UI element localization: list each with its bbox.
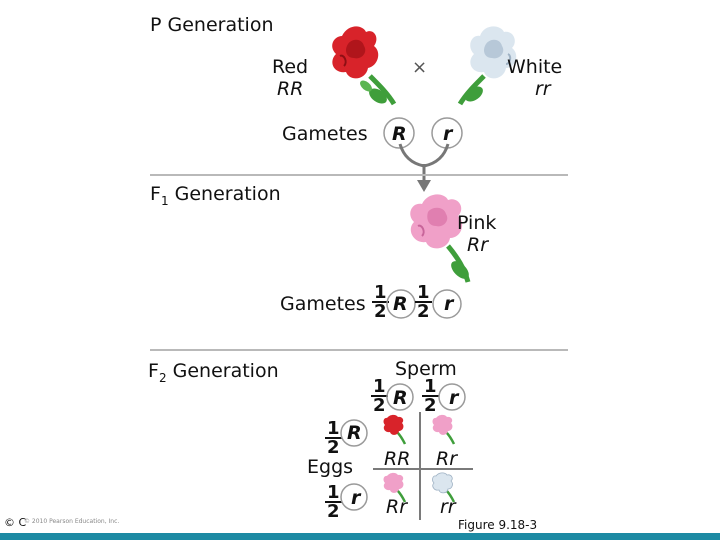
copyright-fragment: C <box>18 516 27 529</box>
p-gamete-right: r <box>443 123 453 145</box>
bottom-accent-bar <box>0 533 720 540</box>
cell-Rr-top: Rr <box>436 448 458 470</box>
pink-flower-icon <box>432 414 456 445</box>
sperm-frac-r-num: 1 <box>422 376 439 397</box>
pink-label: Pink <box>457 212 497 234</box>
red-label: Red <box>272 56 309 78</box>
cell-rr: rr <box>440 496 456 518</box>
sperm-frac-R-den: 2 <box>373 395 386 416</box>
f1-fraction-left: 1 2 <box>372 282 389 322</box>
egg-fraction-r: 1 2 <box>325 482 342 522</box>
sperm-frac-r-den: 2 <box>424 395 437 416</box>
sperm-label: Sperm <box>395 358 457 380</box>
figure-label: Figure 9.18-3 <box>458 518 538 532</box>
p-generation-title: P Generation <box>150 14 274 36</box>
egg-frac-r-den: 2 <box>327 501 340 522</box>
egg-R-circle <box>340 419 368 447</box>
egg-frac-r-num: 1 <box>325 482 342 503</box>
publisher-note: © 2010 Pearson Education, Inc. <box>24 518 120 525</box>
f1-title-prefix: F <box>150 183 161 205</box>
f1-frac-right-den: 2 <box>417 301 430 322</box>
egg-allele-r: r <box>351 487 361 509</box>
f1-gamete-right: r <box>444 293 454 315</box>
egg-allele-R: R <box>347 422 362 444</box>
sperm-R-circle <box>386 383 414 411</box>
egg-frac-R-den: 2 <box>327 437 340 458</box>
pink-flower-icon <box>410 194 471 283</box>
pink-genotype: Rr <box>467 234 489 256</box>
p-gamete-left: R <box>392 123 407 145</box>
egg-fraction-R: 1 2 <box>325 418 342 458</box>
pink-flower-icon <box>383 472 407 503</box>
f1-fraction-right: 1 2 <box>415 282 432 322</box>
red-flower-icon <box>332 26 397 106</box>
f1-title-sub: 1 <box>160 193 169 208</box>
f2-title-prefix: F <box>148 360 159 382</box>
punnett-horizontal-line <box>373 468 473 470</box>
red-genotype: RR <box>277 78 304 100</box>
divider-f1-f2 <box>150 349 568 351</box>
sperm-fraction-r: 1 2 <box>422 376 439 416</box>
punnett-vertical-line <box>419 412 421 520</box>
white-genotype: rr <box>535 78 551 100</box>
white-flower-icon <box>432 472 456 503</box>
cell-Rr-bottom: Rr <box>386 496 408 518</box>
cross-symbol: × <box>412 57 428 78</box>
sperm-frac-R-num: 1 <box>371 376 388 397</box>
sperm-fraction-R: 1 2 <box>371 376 388 416</box>
f1-title-suffix: Generation <box>168 183 281 205</box>
p-gametes-label: Gametes <box>282 123 368 145</box>
f1-gametes-label: Gametes <box>280 293 366 315</box>
white-label: White <box>507 56 563 78</box>
copyright-mark: © <box>4 516 15 529</box>
divider-p-f1 <box>150 174 568 176</box>
cell-RR: RR <box>384 448 411 470</box>
f1-gamete-left: R <box>393 293 408 315</box>
sperm-allele-r: r <box>449 387 459 409</box>
copyright-symbol: © C <box>4 516 26 529</box>
egg-r-circle <box>340 483 368 511</box>
f1-frac-left-den: 2 <box>374 301 387 322</box>
sperm-allele-R: R <box>393 387 408 409</box>
eggs-label: Eggs <box>307 456 354 478</box>
f1-frac-left-num: 1 <box>372 282 389 303</box>
f1-frac-right-num: 1 <box>415 282 432 303</box>
sperm-r-circle <box>438 383 466 411</box>
f2-generation-title: F2 Generation <box>148 360 279 389</box>
p-gamete-r-upper-circle <box>383 117 415 149</box>
f1-generation-title: F1 Generation <box>150 183 281 212</box>
egg-frac-R-num: 1 <box>325 418 342 439</box>
f1-gamete-right-circle <box>432 289 462 319</box>
white-flower-icon <box>457 26 517 106</box>
f2-title-sub: 2 <box>158 370 167 385</box>
f1-gamete-left-circle <box>386 289 416 319</box>
red-flower-icon <box>383 414 407 445</box>
f2-title-suffix: Generation <box>166 360 279 382</box>
